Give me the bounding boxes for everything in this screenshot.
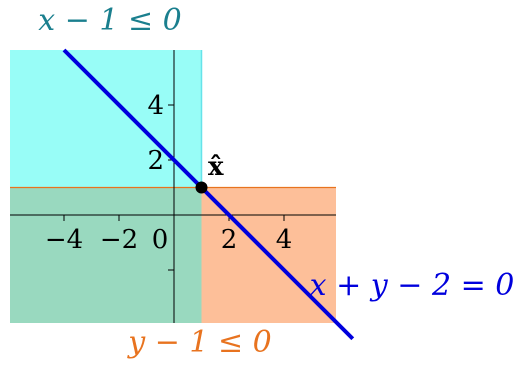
x-tick-label: 2 [221,225,238,255]
region-x-only [10,50,202,188]
line-layer [62,48,355,341]
y-tick-label: 4 [147,91,164,121]
x-tick-label: 4 [276,225,293,255]
x-tick-label: −4 [45,225,83,255]
constraint-line [62,48,355,341]
constraint-y-label: y − 1 ≤ 0 [126,325,272,360]
line-equation-label: x + y − 2 = 0 [310,268,515,303]
y-tick-label: 2 [147,146,164,176]
region-overlap [10,187,202,323]
ticks-layer: −4 −2 0 2 4 4 2 [45,91,293,271]
regions-layer [10,50,336,323]
x-tick-label: 0 [152,225,169,255]
x-tick-label: −2 [100,225,138,255]
optimal-point [195,181,208,194]
constraint-x-label: x − 1 ≤ 0 [38,3,182,38]
point-label: x̂ [208,152,224,182]
